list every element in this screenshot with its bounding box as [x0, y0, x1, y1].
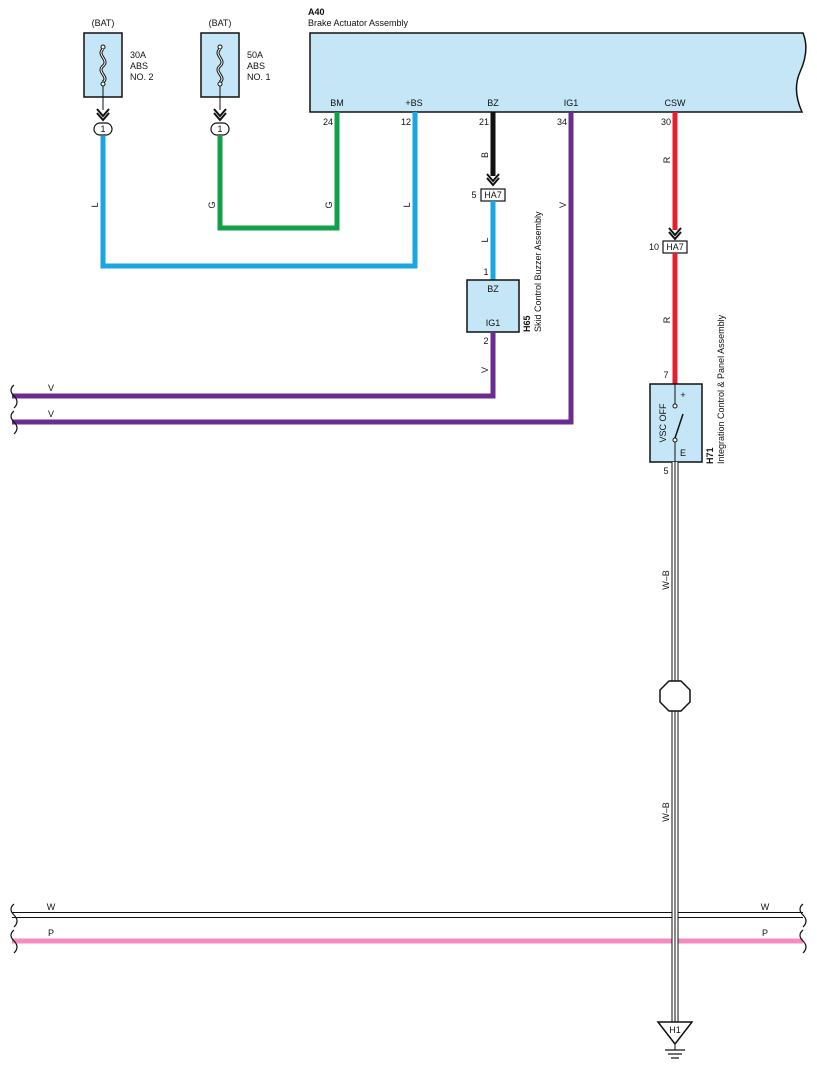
label-buzzer-out: V [480, 367, 490, 373]
wire-ig1-purple [12, 112, 574, 425]
fuse1-terminal-bottom [217, 81, 223, 87]
buzzer-box [466, 279, 520, 333]
fuse2-connector-pin: 1 [100, 124, 105, 134]
wire-buzzer-out-purple [12, 332, 496, 399]
label-bus-p-left: P [48, 928, 54, 938]
fuse1-connector-pin: 1 [217, 124, 222, 134]
fuse1-source: (BAT) [209, 18, 232, 28]
break-mark-v2 [10, 410, 18, 435]
actuator-pin-34: 34 [557, 117, 567, 127]
fuse2-line3: NO. 2 [130, 72, 154, 82]
actuator-terminal-csw: CSW [665, 98, 687, 108]
break-mark-p-right [799, 929, 807, 954]
fuse1-inline-connector [210, 122, 230, 136]
buzzer-pin-bottom: 2 [483, 336, 488, 346]
fuse2-line2: ABS [130, 61, 148, 71]
buzzer-terminal-ig1: IG1 [486, 318, 501, 328]
break-mark-w-right [799, 903, 807, 928]
break-mark-w-left [10, 903, 18, 928]
ha7-lower-pin: 10 [649, 242, 659, 252]
fuse2-inline-connector [93, 122, 113, 136]
ha7-lower-arrow [668, 227, 682, 241]
fuse2-terminal-bottom [100, 81, 106, 87]
label-bus-w-left: W [47, 902, 56, 912]
switch-contact-top [672, 403, 678, 409]
actuator-pin-21: 21 [479, 117, 489, 127]
label-bus-v2: V [48, 409, 54, 419]
fuse2-source: (BAT) [92, 18, 115, 28]
actuator-code: A40 [308, 7, 325, 17]
fuse1-connector-arrow [213, 108, 227, 122]
junction-octagon [659, 680, 691, 712]
panel-terminal-e: E [680, 448, 686, 458]
label-bus-p-right: P [762, 928, 768, 938]
switch-blade [674, 413, 684, 439]
break-mark-p-left [10, 929, 18, 954]
panel-code: H71 [705, 447, 715, 464]
panel-pin-top: 7 [663, 370, 668, 380]
buzzer-name: Skid Control Buzzer Assembly [533, 211, 543, 332]
label-bs-wire: L [402, 202, 412, 207]
label-buzzer-in: L [480, 237, 490, 242]
label-fuse2-wire: L [90, 202, 100, 207]
actuator-pin-24: 24 [323, 117, 333, 127]
fuse1-line3: NO. 1 [247, 72, 271, 82]
label-bz-wire: B [480, 152, 490, 158]
fuse1-rating: 50A [247, 50, 263, 60]
actuator-terminal-bz: BZ [487, 98, 499, 108]
panel-plus-label: + [680, 390, 685, 400]
fuse1-line2: ABS [247, 61, 265, 71]
label-ground-lower: W–B [661, 802, 671, 822]
label-bm-wire: G [324, 201, 334, 208]
actuator-pin-12: 12 [401, 117, 411, 127]
fuse2-connector-arrow [96, 108, 110, 122]
ha7-upper-label: HA7 [484, 190, 502, 200]
label-fuse1-wire: G [207, 201, 217, 208]
label-csw-lower: R [662, 316, 672, 323]
label-ground-upper: W–B [661, 570, 671, 590]
actuator-name: Brake Actuator Assembly [308, 18, 409, 28]
ground-label: H1 [669, 1025, 681, 1035]
label-bus-v1: V [48, 383, 54, 393]
panel-box [649, 383, 703, 463]
buzzer-pin-top: 1 [483, 267, 488, 277]
actuator-pin-30: 30 [661, 117, 671, 127]
switch-contact-bottom [672, 437, 678, 443]
actuator-terminal-ig1: IG1 [564, 98, 579, 108]
label-ig1-wire: V [558, 202, 568, 208]
panel-switch-label: VSC OFF [658, 403, 668, 443]
wire-bm-green [217, 112, 340, 231]
ha7-upper-arrow [486, 173, 500, 187]
brake-actuator-box [309, 32, 807, 113]
fuse2-rating: 30A [130, 50, 146, 60]
ground-h1-triangle [656, 1021, 694, 1046]
actuator-terminal-bs: +BS [405, 98, 422, 108]
buzzer-terminal-bz: BZ [487, 284, 499, 294]
buzzer-code: H65 [522, 315, 532, 332]
ha7-lower-label: HA7 [666, 242, 684, 252]
ha7-upper-pin: 5 [471, 190, 476, 200]
actuator-terminal-bm: BM [330, 98, 344, 108]
break-mark-v1 [10, 384, 18, 409]
panel-pin-bottom: 5 [663, 466, 668, 476]
wire-bs-blue [100, 112, 418, 269]
label-csw-upper: R [662, 156, 672, 163]
label-bus-w-right: W [761, 902, 770, 912]
panel-name: Integration Control & Panel Assembly [716, 314, 726, 464]
